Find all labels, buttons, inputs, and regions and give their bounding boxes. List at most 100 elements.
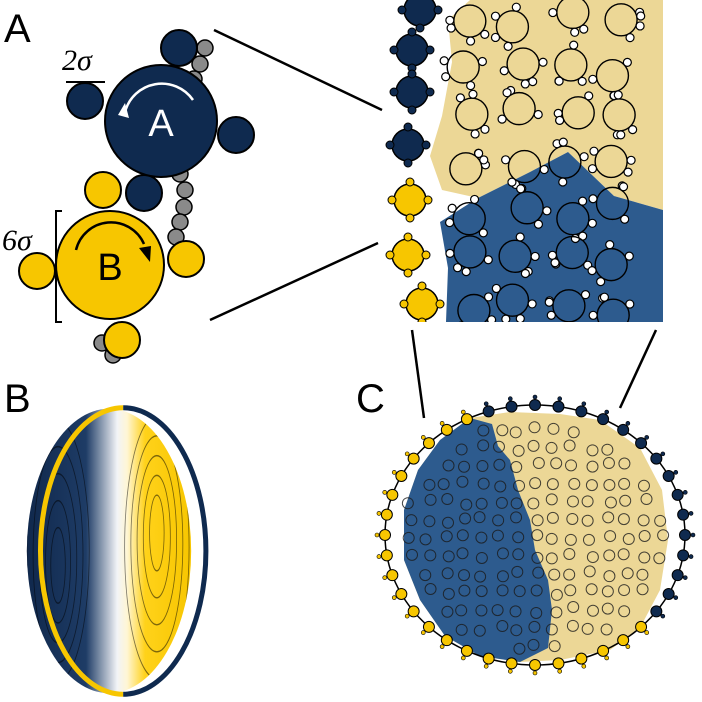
ring-patch <box>483 663 489 669</box>
confined-particle <box>441 493 454 506</box>
confined-particle <box>653 552 666 565</box>
ring-patch <box>507 669 513 674</box>
ring-patch-zoom <box>389 45 399 55</box>
confined-particle <box>636 583 649 596</box>
confined-particle <box>477 477 490 490</box>
confined-particle <box>419 533 432 546</box>
zoom-particle <box>449 152 483 186</box>
confined-particle <box>563 547 576 560</box>
confined-particle <box>531 551 544 564</box>
confined-particle <box>585 479 598 492</box>
core-a <box>104 64 218 178</box>
confined-particle <box>531 529 544 542</box>
ring-patch <box>460 409 466 415</box>
zoom-patch <box>628 125 638 135</box>
confined-particle <box>618 457 631 470</box>
ring-patch <box>374 532 380 538</box>
confined-particle <box>512 444 525 457</box>
ring-particle <box>440 423 453 436</box>
zoom-patch <box>480 29 490 39</box>
confined-particle <box>637 514 650 527</box>
confined-particle <box>424 493 437 506</box>
confined-particle <box>603 570 616 583</box>
confined-particle <box>528 421 541 434</box>
confined-particle <box>475 551 488 564</box>
rotation-arrowhead-a-icon <box>118 103 129 118</box>
zoom-patch <box>477 56 488 67</box>
ring-patch <box>382 490 388 495</box>
zoom-patch <box>445 15 455 25</box>
ring-particle-zoom <box>391 238 425 272</box>
wall-navy-arc <box>123 405 209 697</box>
confined-particle <box>618 605 631 618</box>
zoom-patch <box>490 11 501 21</box>
confined-particle <box>512 548 525 561</box>
zoom-patch <box>618 182 629 192</box>
ring-particle <box>677 549 690 562</box>
zoom-patch <box>533 109 543 120</box>
confined-particle <box>545 532 558 545</box>
confined-particle <box>437 478 450 491</box>
ring-patch-zoom <box>407 105 417 115</box>
zoom-line-lower <box>209 241 379 322</box>
ring-patch <box>439 644 445 649</box>
ring-particle <box>635 437 648 450</box>
confined-particle <box>637 479 650 492</box>
confined-particle <box>510 497 523 510</box>
confined-particle <box>568 477 581 490</box>
confined-particle <box>510 624 523 637</box>
zoom-patch <box>469 194 480 205</box>
ring-particle <box>617 634 630 647</box>
confined-particle <box>545 493 558 506</box>
confined-particle <box>565 459 578 472</box>
ring-particle <box>662 469 675 482</box>
confined-particle <box>548 568 561 581</box>
ring-patch-zoom <box>403 268 413 278</box>
confined-particle <box>563 439 576 452</box>
zoom-patch <box>445 248 455 259</box>
confined-particle <box>532 566 545 579</box>
confined-particle <box>547 422 560 435</box>
ring-patch <box>682 575 688 580</box>
confined-particle <box>496 570 509 583</box>
ring-patch <box>420 630 426 635</box>
patch-b-top <box>84 171 122 209</box>
confined-particle <box>636 568 649 581</box>
confined-particle <box>585 583 598 596</box>
confined-particle <box>473 624 486 637</box>
zoom-patch <box>479 155 489 165</box>
zoom-patch <box>546 310 556 320</box>
zoom-patch <box>507 177 517 187</box>
confined-particle <box>550 457 563 470</box>
confined-particle <box>531 514 544 527</box>
zoom-patch <box>480 124 490 134</box>
zoom-particle <box>604 3 638 37</box>
zoom-patch <box>533 219 544 229</box>
cream-domain-zoom <box>430 0 663 210</box>
panel-b-label: B <box>4 377 31 421</box>
zoom-patch <box>558 137 568 147</box>
panel-a: A A B 2σ <box>2 7 383 364</box>
zoom-patch <box>470 129 480 139</box>
ring-patch-zoom <box>417 317 427 322</box>
ring-patch <box>507 396 513 401</box>
confined-particle <box>496 584 509 597</box>
confined-particle <box>586 460 599 473</box>
panel-b: B <box>4 377 209 697</box>
ring-particle <box>440 634 453 647</box>
confined-particle <box>546 511 559 524</box>
confined-particle <box>602 457 615 470</box>
zoom-patch <box>542 206 552 216</box>
zoom-patch <box>588 74 598 84</box>
zoom-patch <box>468 326 476 334</box>
zoom-patch <box>447 203 457 213</box>
confined-particle <box>509 426 522 439</box>
zoom-patch <box>588 194 598 204</box>
confined-particle <box>532 457 545 470</box>
zoom-patch <box>577 196 588 206</box>
confined-particle <box>477 439 490 452</box>
zoom-patch <box>625 299 635 309</box>
confined-particle <box>581 514 594 527</box>
confined-particle <box>566 512 579 525</box>
ring-particle <box>380 508 393 521</box>
